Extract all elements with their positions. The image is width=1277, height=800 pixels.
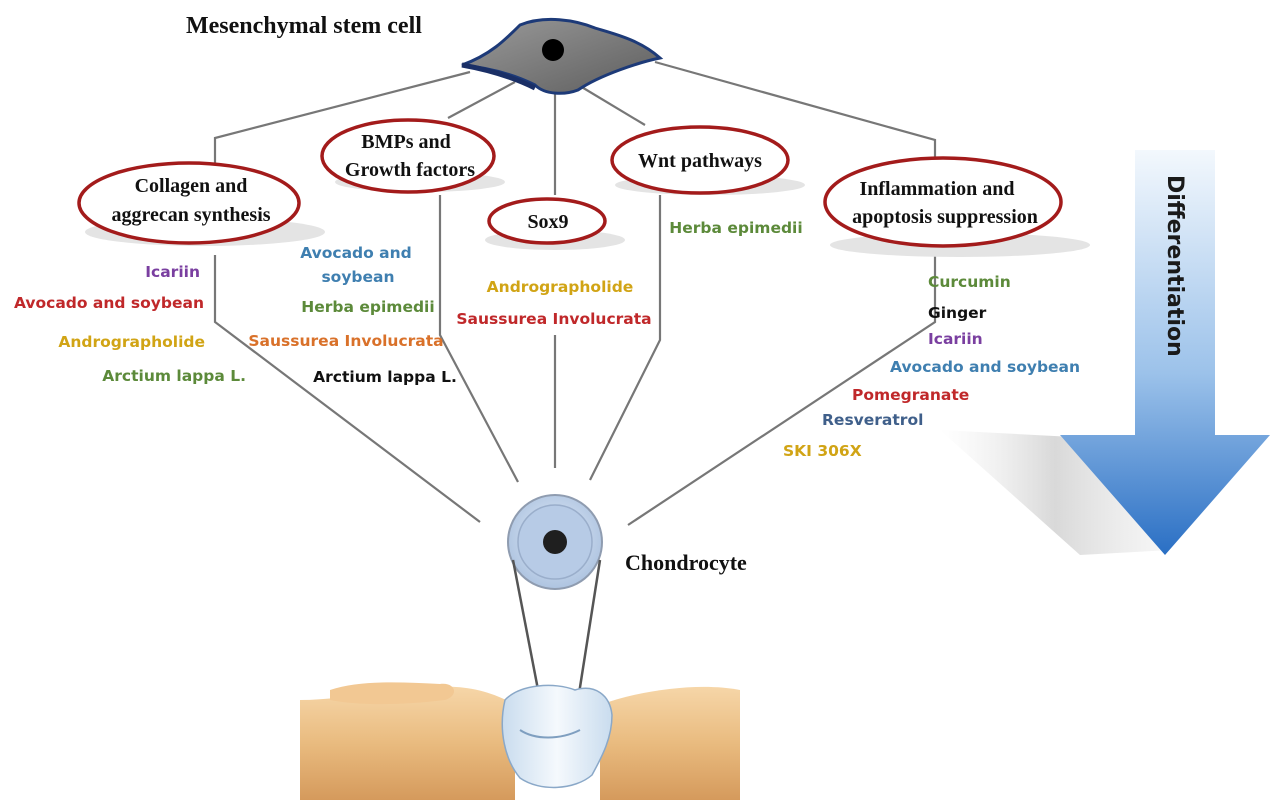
compound-inflammation-5: Resveratrol xyxy=(822,411,923,429)
pathway-inflammation-line1: Inflammation and xyxy=(859,178,1014,200)
compound-inflammation-1: Ginger xyxy=(928,304,987,322)
compound-bmp-1: soybean xyxy=(321,268,394,286)
msc-nucleus xyxy=(542,39,564,61)
compound-bmp-3: Saussurea Involucrata xyxy=(248,332,443,350)
compound-bmp-0: Avocado and xyxy=(300,244,412,262)
chondrocyte-nucleus xyxy=(543,530,567,554)
title-mesenchymal-stem-cell: Mesenchymal stem cell xyxy=(186,13,422,39)
pathway-inflammation-line2: apoptosis suppression xyxy=(852,206,1038,228)
pathway-wnt-label: Wnt pathways xyxy=(638,150,762,172)
compound-wnt-0: Herba epimedii xyxy=(669,219,802,237)
pathway-bmp-line1: BMPs and xyxy=(361,131,450,153)
ellipse-inflammation xyxy=(825,158,1061,246)
compound-sox9-0: Andrographolide xyxy=(487,278,634,296)
compound-collagen-0: Icariin xyxy=(145,263,200,281)
compound-inflammation-6: SKI 306X xyxy=(783,442,862,460)
connector-msc-bmp xyxy=(448,82,515,118)
chondrocyte-label: Chondrocyte xyxy=(625,550,747,575)
compound-collagen-2: Andrographolide xyxy=(58,333,205,351)
pathway-bmp-line2: Growth factors xyxy=(345,159,475,181)
compound-sox9-1: Saussurea Involucrata xyxy=(456,310,651,328)
msc-cell-icon xyxy=(462,19,660,93)
pathway-collagen-line1: Collagen and xyxy=(135,175,248,197)
differentiation-label: Differentiation xyxy=(1162,175,1187,357)
compound-inflammation-2: Icariin xyxy=(928,330,983,348)
compound-collagen-1: Avocado and soybean xyxy=(14,294,204,312)
pathway-sox9-label: Sox9 xyxy=(527,211,568,233)
compound-bmp-4: Arctium lappa L. xyxy=(313,368,457,386)
knee-joint-illustration xyxy=(300,682,740,800)
chondrocyte-cell-icon xyxy=(508,495,602,589)
connector-msc-wnt xyxy=(580,86,645,125)
compound-collagen-3: Arctium lappa L. xyxy=(102,367,246,385)
compound-inflammation-0: Curcumin xyxy=(928,273,1011,291)
compound-bmp-2: Herba epimedii xyxy=(301,298,434,316)
pathway-collagen-line2: aggrecan synthesis xyxy=(111,204,270,226)
compound-inflammation-3: Avocado and soybean xyxy=(890,358,1080,376)
compound-inflammation-4: Pomegranate xyxy=(852,386,969,404)
